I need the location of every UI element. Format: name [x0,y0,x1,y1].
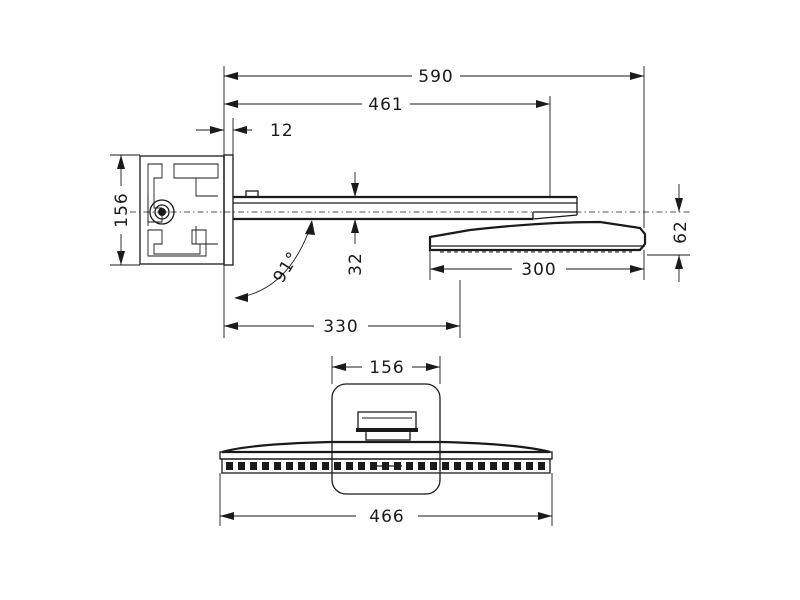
dimension-angle: 91° [234,220,315,302]
shower-head-side [428,220,647,253]
nozzle [226,462,233,470]
dim-label-32: 32 [346,252,366,276]
dimension-466: 466 [220,507,552,527]
nozzle [454,462,461,470]
dim-label-590: 590 [418,67,453,87]
nozzle [346,462,353,470]
dimension-156-vertical: 156 [112,155,132,265]
nozzle [274,462,281,470]
nozzle [322,462,329,470]
dim-label-62: 62 [671,220,691,244]
nozzle [466,462,473,470]
dimension-32: 32 [346,172,366,276]
nozzle [262,462,269,470]
bottom-view: 156 466 [219,356,553,527]
nozzle [478,462,485,470]
nozzle [298,462,305,470]
dim-label-461: 461 [368,95,403,115]
dim-label-12: 12 [270,121,294,141]
dim-label-300: 300 [521,260,556,280]
nozzle [430,462,437,470]
mount-plate [331,383,441,495]
nozzle [538,462,545,470]
nozzle [490,462,497,470]
dim-label-angle: 91° [269,248,304,287]
dimension-62: 62 [671,184,691,282]
dimension-12: 12 [196,121,294,141]
nozzle [238,462,245,470]
side-view: 590 461 12 156 [110,66,691,338]
nozzle [250,462,257,470]
nozzle [334,462,341,470]
dimension-590: 590 [224,67,644,87]
dimension-156-horizontal: 156 [332,358,440,378]
dim-label-330: 330 [323,317,358,337]
dimension-461: 461 [224,95,550,115]
dim-label-156-horizontal: 156 [369,358,404,378]
wall-plate [223,154,234,266]
nozzle [358,462,365,470]
mounting-box [139,155,225,265]
shower-head-top [219,440,553,474]
dimension-300: 300 [430,260,644,280]
nozzle-row [226,462,545,470]
nozzle [406,462,413,470]
nozzle [514,462,521,470]
nozzle [286,462,293,470]
nozzle [502,462,509,470]
dim-label-156-vertical: 156 [112,192,132,227]
dimension-330: 330 [224,317,460,337]
dim-label-466: 466 [369,507,404,527]
shower-arm [233,190,578,221]
nozzle [418,462,425,470]
nozzle [526,462,533,470]
nozzle [310,462,317,470]
nozzle [442,462,449,470]
